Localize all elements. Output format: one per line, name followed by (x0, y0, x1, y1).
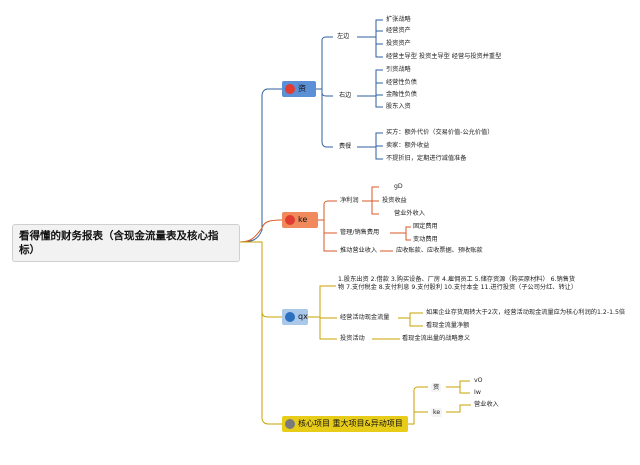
topic-item[interactable]: 营业外收入 (394, 210, 425, 217)
topic-item[interactable]: gD (394, 183, 403, 190)
branch-label: 核心项目 重大项目&异动项目 (298, 419, 403, 428)
topic-left-side[interactable]: 左边 (337, 33, 350, 40)
topic-zi[interactable]: 资 (431, 383, 442, 392)
topic-item[interactable]: 投资资产 (386, 40, 411, 47)
branch-number-badge (285, 419, 295, 429)
root-topic[interactable]: 看得懂的财务报表（含现金流量表及核心指标） (12, 224, 240, 262)
topic-item[interactable]: 股东入资 (386, 103, 411, 110)
branch-core-projects[interactable]: 核心项目 重大项目&异动项目 (282, 416, 408, 432)
topic-item[interactable]: 如果企业存货周转大于2次，经营活动现金流量应为核心利润的1.2-1.5倍 (426, 309, 626, 316)
branch-number-badge (285, 312, 295, 322)
topic-cash-event-list[interactable]: 1.股东出资 2.借款 3.购买设备、厂房 4.雇佣员工 5.储存资源（购买原材… (338, 276, 578, 291)
topic-item[interactable]: 营业收入 (474, 401, 499, 408)
topic-right-side[interactable]: 右边 (339, 92, 352, 99)
topic-item[interactable]: 引资战略 (386, 66, 411, 73)
topic-item[interactable]: 看现金流出量的战略意义 (402, 335, 471, 342)
topic-item[interactable]: 经营性负债 (386, 79, 417, 86)
topic-item[interactable]: 投资收益 (382, 197, 407, 204)
topic-investing-activities[interactable]: 投资活动 (340, 335, 365, 342)
topic-item[interactable]: 金融性负债 (386, 91, 417, 98)
branch-ke[interactable]: ke (282, 212, 318, 228)
topic-item[interactable]: 买方：额外代价（交易价值-公允价值） (386, 129, 494, 136)
branch-label: qx (298, 312, 308, 321)
branch-label: ke (298, 215, 308, 224)
topic-mgmt-sales-expense[interactable]: 管理/销售费用 (340, 229, 380, 236)
branch-qx[interactable]: qx (282, 309, 308, 325)
topic-item[interactable]: Iw (474, 389, 481, 396)
topic-ke[interactable]: ke (431, 408, 443, 417)
topic-drive-revenue[interactable]: 推动营业收入 (340, 247, 378, 254)
topic-net-profit[interactable]: 净利润 (340, 197, 359, 204)
topic-item[interactable]: 不提折旧，定期进行减值准备 (386, 155, 467, 162)
branch-number-badge (285, 84, 295, 94)
topic-item[interactable]: 看现金流量净额 (426, 322, 470, 329)
topic-item[interactable]: 变动费用 (413, 236, 438, 243)
topic-item[interactable]: vO (474, 377, 483, 384)
topic-item[interactable]: 固定费用 (413, 223, 438, 230)
topic-item[interactable]: 应收账款、应收票据、预收账款 (396, 247, 483, 254)
topic-expense[interactable]: 费餐 (339, 143, 352, 150)
topic-item[interactable]: 经营资产 (386, 27, 411, 34)
topic-item[interactable]: 卖家：额外收益 (386, 142, 430, 149)
topic-operating-cash-flow[interactable]: 经营活动现金流量 (340, 314, 390, 321)
branch-label: 资 (298, 84, 306, 93)
branch-number-badge (285, 215, 295, 225)
branch-assets[interactable]: 资 (282, 81, 316, 97)
topic-item[interactable]: 经营主导型 投资主导型 经营与投资并重型 (386, 53, 502, 60)
topic-item[interactable]: 扩张战略 (386, 16, 411, 23)
